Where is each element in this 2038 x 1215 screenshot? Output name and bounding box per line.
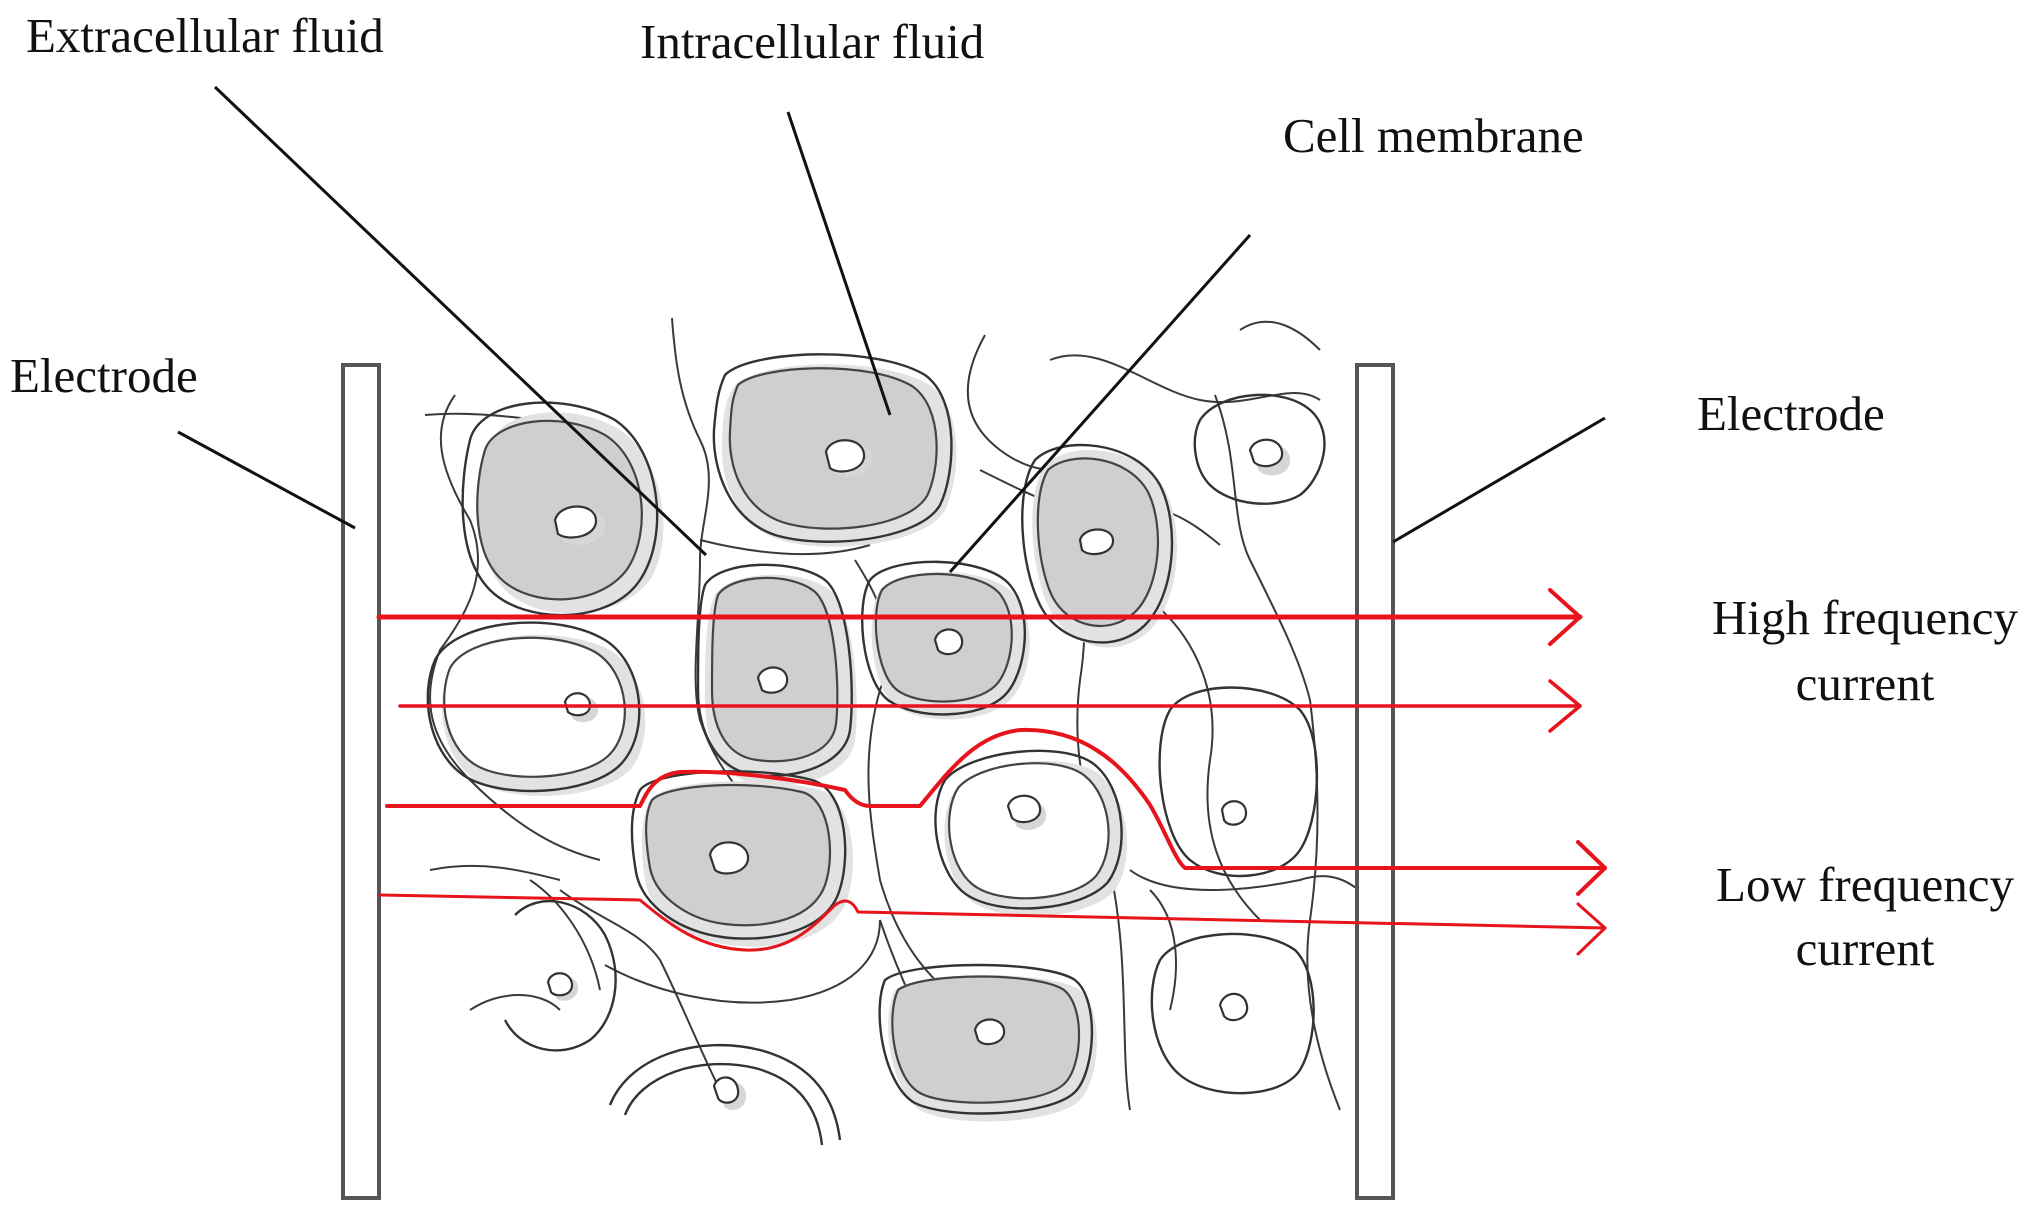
- label-high-frequency-line1: High frequency: [1712, 590, 2019, 645]
- cell: [712, 353, 957, 547]
- low-frequency-arrowhead-1: [1576, 840, 1607, 896]
- high-frequency-arrowhead-2: [1548, 679, 1582, 733]
- leader-extracellular: [213, 85, 708, 557]
- label-high-frequency-line2: current: [1796, 656, 1935, 711]
- labels: Extracellular fluid Intracellular fluid …: [10, 8, 2019, 976]
- cell: [1193, 393, 1326, 505]
- electrode-right-plate: [1355, 363, 1395, 1200]
- label-intracellular-fluid: Intracellular fluid: [640, 14, 984, 69]
- currents: [376, 588, 1607, 956]
- cell: [461, 401, 664, 617]
- cell: [630, 770, 853, 947]
- leader-lines: [177, 85, 1606, 573]
- leader-electrode-right: [1392, 416, 1606, 544]
- low-frequency-current-path-2: [378, 893, 1607, 952]
- cell: [861, 560, 1030, 720]
- label-electrode-right: Electrode: [1697, 386, 1885, 441]
- leader-membrane: [948, 234, 1252, 573]
- low-frequency-current-path-1: [385, 727, 1607, 870]
- cell: [934, 749, 1127, 917]
- label-low-frequency-line1: Low frequency: [1716, 857, 2014, 912]
- cell: [503, 900, 617, 1052]
- cell: [1158, 686, 1319, 878]
- cell: [608, 1043, 842, 1146]
- cell: [696, 563, 857, 786]
- label-low-frequency-line2: current: [1796, 921, 1935, 976]
- cell: [878, 963, 1097, 1122]
- leader-intracellular: [786, 111, 892, 416]
- cell: [1150, 932, 1315, 1095]
- leader-electrode-left: [177, 430, 356, 530]
- label-electrode-left: Electrode: [10, 348, 198, 403]
- tissue-matrix: [424, 317, 1371, 1111]
- cell: [1021, 443, 1177, 648]
- high-frequency-arrowhead-1: [1548, 588, 1582, 646]
- label-cell-membrane: Cell membrane: [1283, 108, 1584, 163]
- cells: [426, 353, 1326, 1146]
- low-frequency-arrowhead-2: [1576, 902, 1607, 956]
- electrode-left-plate: [341, 363, 381, 1200]
- label-extracellular-fluid: Extracellular fluid: [26, 8, 384, 63]
